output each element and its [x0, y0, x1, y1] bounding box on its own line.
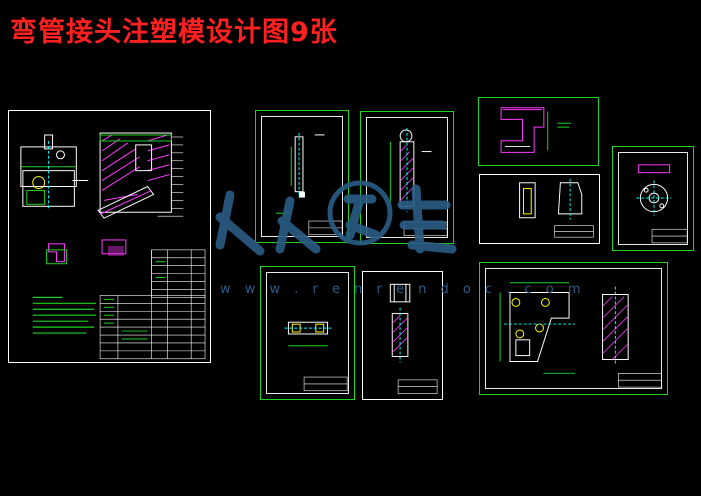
part-drawing-sheet-6[interactable]: [612, 146, 694, 251]
assembly-drawing-sheet[interactable]: [8, 110, 211, 363]
page-title: 弯管接头注塑模设计图9张: [10, 17, 338, 48]
watermark-url: w w w . r e n r e n d o c . c o m: [220, 282, 586, 297]
drawing-border: [266, 272, 349, 394]
part-drawing-sheet-5[interactable]: [479, 174, 600, 244]
part-drawing-sheet-7[interactable]: [260, 266, 355, 400]
part-drawing-8: [389, 283, 438, 394]
part-drawing-sheet-8[interactable]: [362, 271, 443, 400]
part-drawing-9: [499, 282, 662, 388]
part-drawing-5: [519, 178, 594, 238]
part-drawing-sheet-3[interactable]: [360, 111, 454, 244]
part-drawing-sheet-2[interactable]: [255, 110, 349, 243]
part-drawing-sheet-4[interactable]: [478, 97, 599, 166]
part-drawing-6: [636, 164, 688, 244]
part-drawing-3: [389, 128, 448, 237]
drawing-border: [485, 268, 662, 389]
part-drawing-7: [284, 321, 348, 392]
part-drawing-2: [275, 132, 343, 236]
part-drawing-sheet-9[interactable]: [479, 262, 668, 395]
assembly-drawing: [20, 132, 206, 360]
part-drawing-4: [500, 107, 572, 153]
drawing-border: [618, 152, 688, 245]
